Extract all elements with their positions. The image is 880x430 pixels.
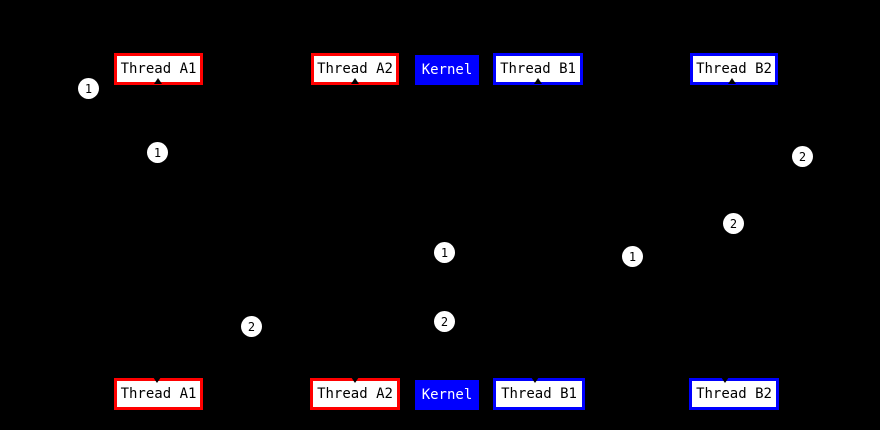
arrowhead-icon [534, 78, 542, 84]
arrowhead-icon [153, 377, 161, 383]
arrowhead-icon [154, 78, 162, 84]
step-marker-1: 1 [622, 246, 643, 267]
arrowhead-icon [351, 377, 359, 383]
step-marker-2: 2 [792, 146, 813, 167]
step-marker-1: 1 [78, 78, 99, 99]
node-kernel-top: Kernel [415, 55, 479, 85]
step-marker-2: 2 [434, 311, 455, 332]
node-thread-b2-bottom: Thread B2 [689, 378, 779, 410]
arrowhead-icon [531, 377, 539, 383]
node-thread-b1-bottom: Thread B1 [493, 378, 585, 410]
step-marker-1: 1 [434, 242, 455, 263]
step-marker-2: 2 [241, 316, 262, 337]
arrowhead-icon [351, 78, 359, 84]
arrowhead-icon [728, 78, 736, 84]
node-kernel-bottom: Kernel [415, 380, 479, 410]
step-marker-1: 1 [147, 142, 168, 163]
arrowhead-icon [721, 377, 729, 383]
step-marker-2: 2 [723, 213, 744, 234]
